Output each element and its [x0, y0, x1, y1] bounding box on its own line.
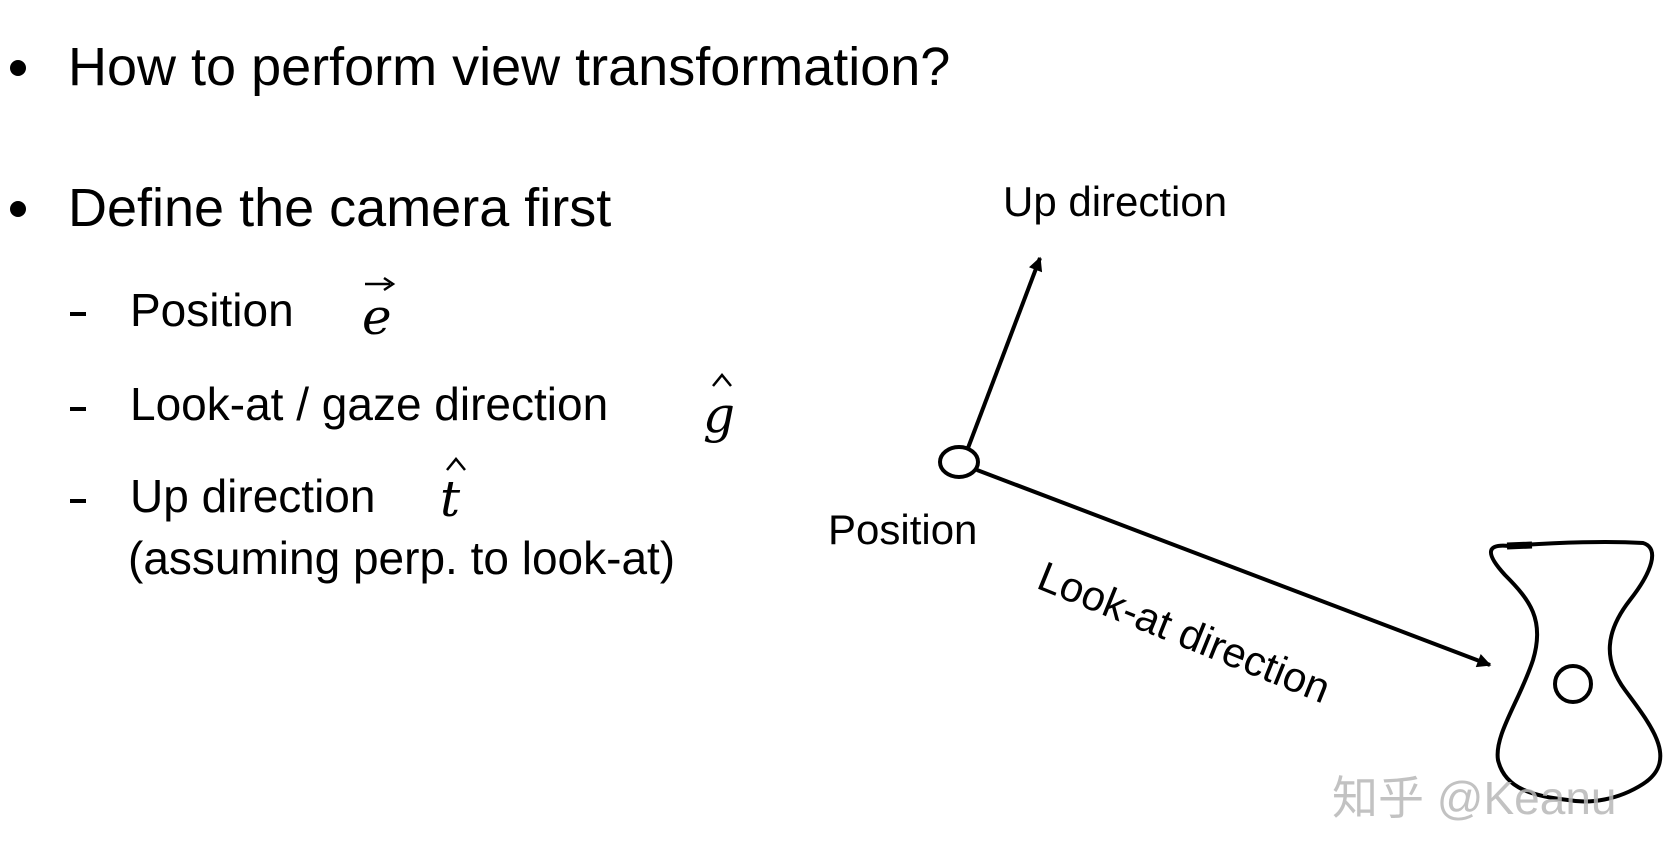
camera-position-circle — [938, 445, 980, 479]
target-point-circle — [1553, 664, 1593, 704]
sub-dash — [70, 312, 86, 316]
math-symbol-g: g — [703, 386, 736, 444]
up-direction-arrow — [966, 256, 1043, 449]
lookat-direction-arrow — [976, 468, 1492, 668]
sub-item-up: Up direction — [130, 470, 376, 522]
position-label: Position — [828, 506, 978, 553]
sub-dash — [70, 407, 86, 411]
hat-accent-icon — [712, 373, 732, 387]
object-shape — [1489, 540, 1663, 804]
sub-item-gaze: Look-at / gaze direction — [130, 378, 609, 430]
bullet-dot — [10, 60, 26, 76]
math-symbol-e: e — [362, 288, 392, 346]
math-symbol-t: t — [440, 470, 461, 528]
bullet-view-transformation: How to perform view transformation? — [68, 37, 951, 97]
sub-item-position: Position — [130, 284, 294, 336]
bullet-dot — [10, 201, 26, 217]
bullet-define-camera: Define the camera first — [68, 178, 612, 238]
hat-accent-icon — [446, 457, 466, 471]
object-edge-mark — [1506, 541, 1533, 550]
watermark: 知乎 @Keanu — [1332, 772, 1617, 824]
up-direction-label: Up direction — [1003, 178, 1228, 225]
sub-item-up-note: (assuming perp. to look-at) — [128, 532, 676, 584]
sub-dash — [70, 499, 86, 503]
vector-arrow-icon — [365, 276, 396, 292]
